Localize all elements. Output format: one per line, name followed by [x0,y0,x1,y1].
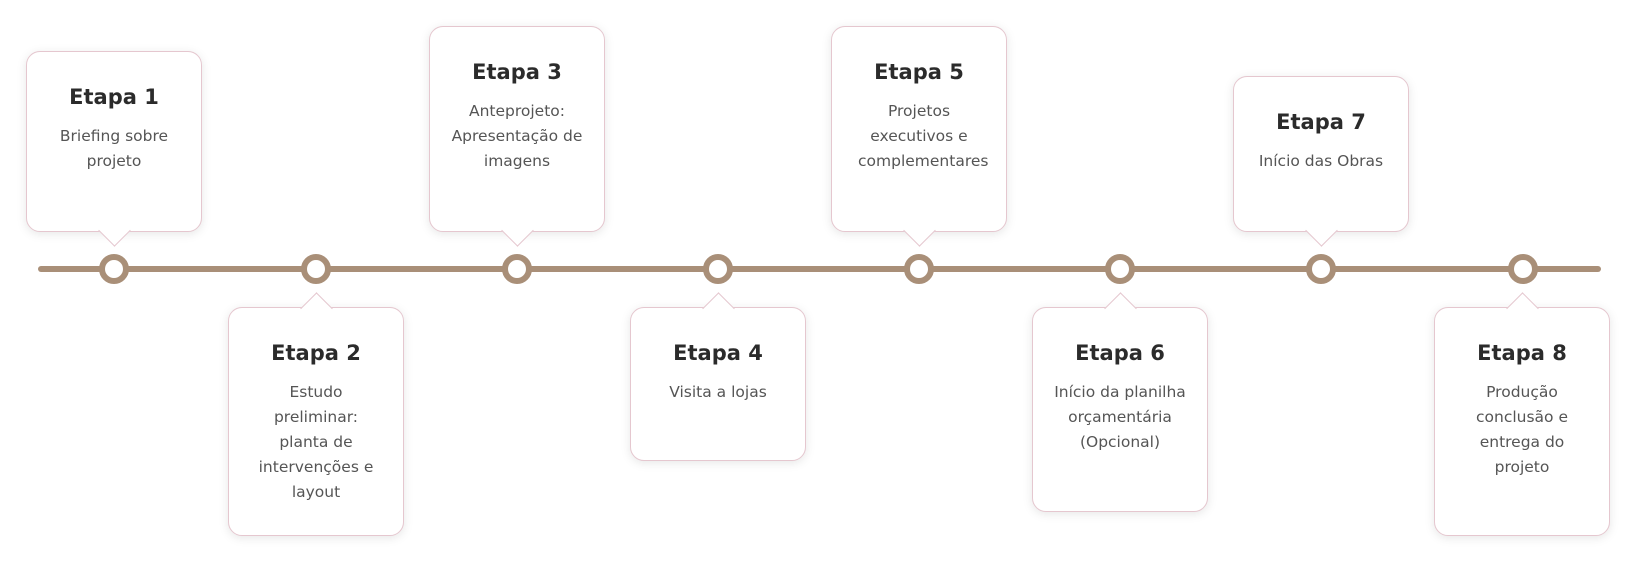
step-description: Visita a lojas [669,383,767,401]
timeline-node-4 [703,254,733,284]
step-title: Etapa 7 [1276,110,1366,134]
step-card-4: Etapa 4 Visita a lojas [630,307,806,461]
step-title: Etapa 8 [1477,341,1567,365]
step-description: Briefing sobre projeto [59,127,169,170]
timeline-node-1 [99,254,129,284]
step-card-7: Etapa 7 Início das Obras [1233,76,1409,232]
timeline-node-6 [1105,254,1135,284]
step-description: Estudo preliminar: planta de intervençõe… [258,383,374,501]
timeline-node-5 [904,254,934,284]
step-title: Etapa 2 [271,341,361,365]
timeline-node-8 [1508,254,1538,284]
step-title: Etapa 3 [472,60,562,84]
step-title: Etapa 4 [673,341,763,365]
timeline-node-3 [502,254,532,284]
step-description: Início da planilha orçamentária (Opciona… [1054,383,1186,451]
timeline-node-2 [301,254,331,284]
step-card-3: Etapa 3 Anteprojeto: Apresentação de ima… [429,26,605,232]
step-card-5: Etapa 5 Projetos executivos e complement… [831,26,1007,232]
step-description: Projetos executivos e complementares [858,102,989,170]
timeline-line [38,266,1601,272]
timeline-node-7 [1306,254,1336,284]
step-description: Produção conclusão e entrega do projeto [1475,383,1568,476]
step-title: Etapa 6 [1075,341,1165,365]
step-card-2: Etapa 2 Estudo preliminar: planta de int… [228,307,404,536]
step-description: Início das Obras [1258,152,1384,170]
step-description: Anteprojeto: Apresentação de imagens [451,102,583,170]
step-title: Etapa 5 [874,60,964,84]
step-card-8: Etapa 8 Produção conclusão e entrega do … [1434,307,1610,536]
step-title: Etapa 1 [69,85,159,109]
step-card-1: Etapa 1 Briefing sobre projeto [26,51,202,232]
step-card-6: Etapa 6 Início da planilha orçamentária … [1032,307,1208,512]
